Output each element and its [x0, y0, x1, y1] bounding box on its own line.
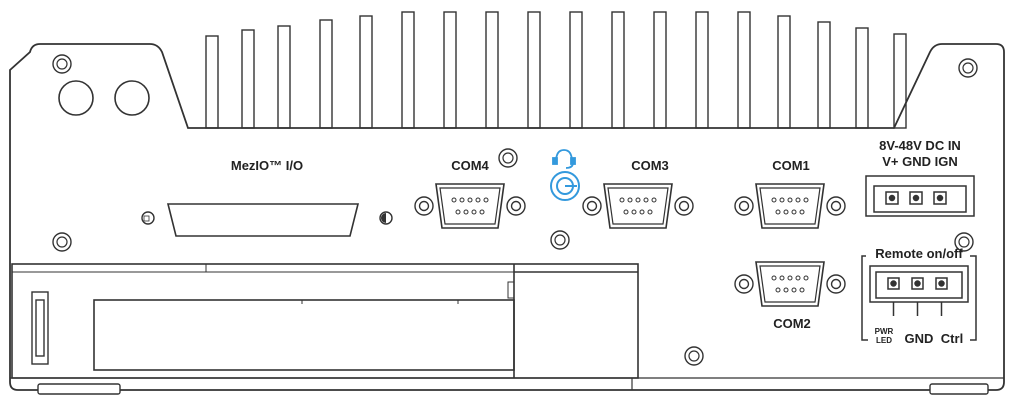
ctrl-label: Ctrl [941, 331, 963, 346]
cassette-handle[interactable] [31, 291, 49, 365]
com2-label: COM2 [773, 316, 811, 331]
com4-label: COM4 [451, 158, 489, 173]
audio-jack-port[interactable] [550, 171, 580, 201]
dc-in-label: 8V-48V DC IN [879, 138, 961, 153]
mezio-label: MezIO™ I/O [231, 158, 303, 173]
remote-terminal[interactable] [869, 265, 969, 316]
mezio-connector[interactable] [141, 203, 393, 237]
dc-in-pins-label: V+ GND IGN [882, 154, 958, 169]
led-label: LED [876, 336, 892, 345]
chassis-outline [9, 43, 1005, 391]
com2-port[interactable] [734, 261, 846, 307]
chassis-feet [37, 383, 989, 395]
com3-port[interactable] [582, 183, 694, 229]
drive-cassette [11, 263, 639, 379]
heatsink-fins [205, 11, 907, 129]
remote-label: Remote on/off [875, 246, 963, 261]
remote-bracket [861, 255, 977, 341]
dc-in-terminal[interactable] [865, 175, 975, 217]
antenna-holes [58, 80, 150, 116]
com1-label: COM1 [772, 158, 810, 173]
gnd-label: GND [905, 331, 934, 346]
pwr-label: PWR [875, 327, 894, 336]
com1-port[interactable] [734, 183, 846, 229]
com3-label: COM3 [631, 158, 669, 173]
com4-port[interactable] [414, 183, 526, 229]
headset-icon [552, 149, 576, 169]
